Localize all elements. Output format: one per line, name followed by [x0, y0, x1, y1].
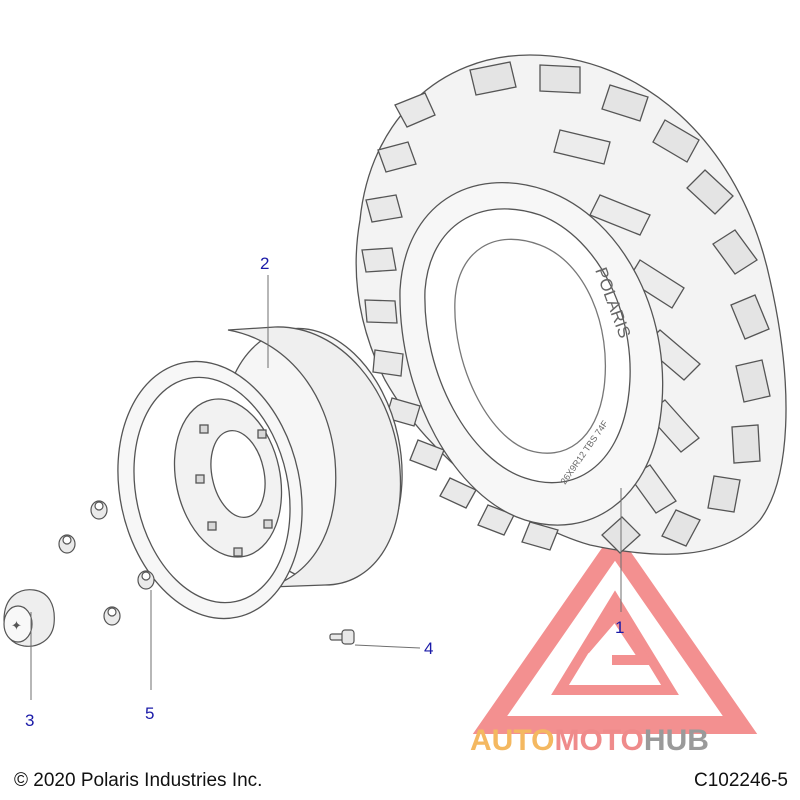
hub-cap: ✦	[3, 589, 55, 647]
figure-id: C102246-5	[693, 770, 788, 791]
callout-valve-stem: 4	[424, 639, 433, 658]
lug-nut	[137, 570, 155, 590]
lug-nut	[58, 534, 76, 554]
lug-nut	[103, 606, 121, 626]
tire	[355, 54, 787, 555]
lug-nut	[90, 500, 108, 520]
copyright-text: © 2020 Polaris Industries Inc.	[14, 770, 263, 791]
polaris-star-icon: ✦	[11, 619, 22, 634]
leader-lines	[30, 275, 622, 700]
lug-nuts	[58, 500, 155, 626]
valve-stem	[329, 629, 355, 645]
wheel	[117, 326, 403, 620]
callout-lug-nut: 5	[145, 704, 154, 723]
callout-tire: 1	[615, 618, 624, 637]
callout-wheel: 2	[260, 254, 269, 273]
watermark-text: AUTOMOTOHUB	[470, 724, 709, 757]
callout-hub-cap: 3	[25, 711, 34, 730]
watermark-logo-icon	[472, 529, 758, 734]
